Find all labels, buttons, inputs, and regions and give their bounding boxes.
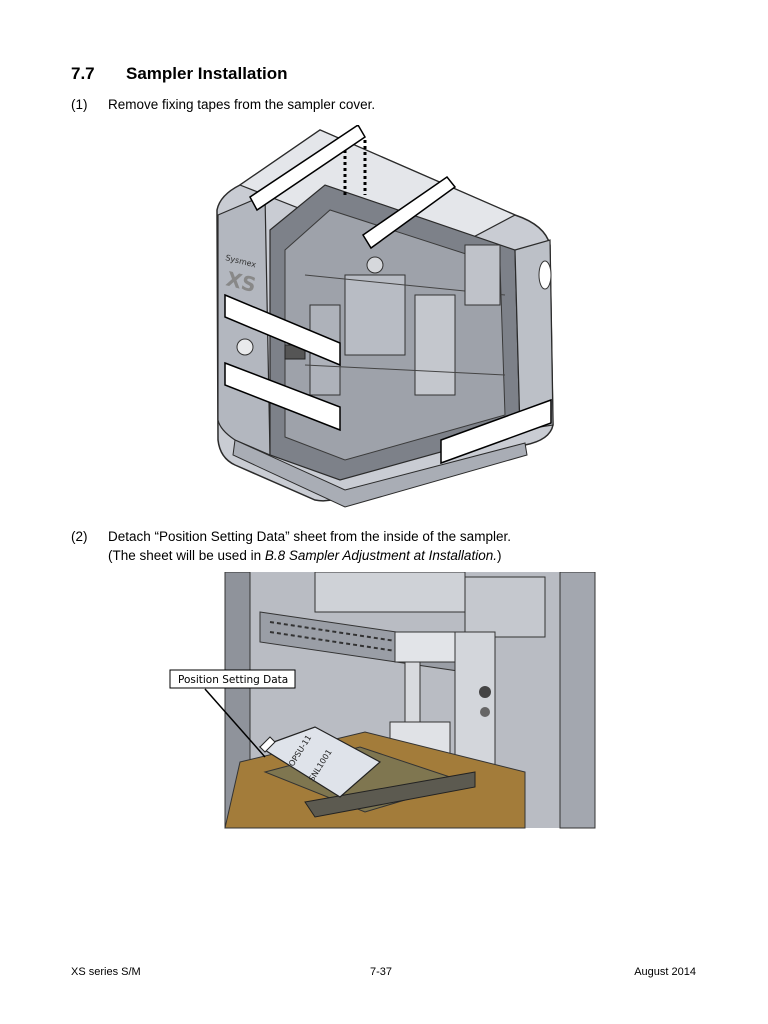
note-close: )	[496, 548, 502, 563]
sampler-cover-figure: Sysmex XS	[216, 125, 554, 508]
step-1-number: (1)	[71, 97, 88, 112]
section-number: 7.7	[71, 64, 95, 83]
note-text: (The sheet will be used in	[108, 548, 265, 563]
callout-label: Position Setting Data	[178, 674, 288, 686]
footer-page-number: 7-37	[370, 966, 393, 978]
step-2-number: (2)	[71, 529, 88, 544]
sampler-inside-figure: OPSU-11 SNL1001 Position Setting Data	[169, 572, 596, 829]
step-1-text: Remove fixing tapes from the sampler cov…	[108, 97, 376, 112]
step-1: (1) Remove fixing tapes from the sampler …	[71, 97, 375, 112]
step-2-text: Detach “Position Setting Data” sheet fro…	[108, 529, 511, 544]
fixing-tape	[249, 125, 367, 212]
section-title: Sampler Installation	[126, 64, 288, 83]
step-2-note: (The sheet will be used in B.8 Sampler A…	[108, 548, 501, 563]
footer-left: XS series S/M	[71, 966, 141, 978]
step-2: (2) Detach “Position Setting Data” sheet …	[71, 529, 511, 544]
fixing-tape	[224, 361, 341, 432]
section-heading: 7.7 Sampler Installation	[71, 64, 288, 84]
footer-right: August 2014	[634, 966, 696, 978]
callout-box	[169, 669, 296, 689]
fixing-tape	[361, 175, 457, 250]
note-reference: B.8 Sampler Adjustment at Installation.	[264, 548, 497, 563]
fixing-tape	[440, 398, 552, 465]
fixing-tape	[224, 293, 341, 367]
